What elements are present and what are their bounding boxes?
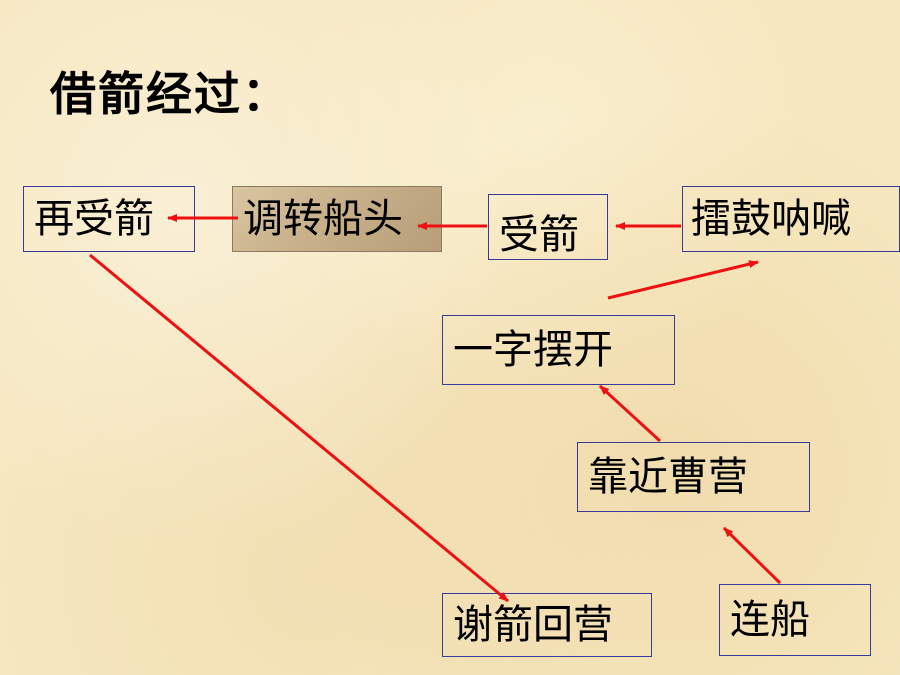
arrow-lianchuan-to-kaojin bbox=[722, 526, 782, 585]
node-kaojin: 靠近曹营 bbox=[577, 442, 810, 512]
node-yizi: 一字摆开 bbox=[442, 315, 675, 385]
arrow-yizi-to-leigu bbox=[607, 260, 759, 300]
node-shoujian: 受箭 bbox=[488, 194, 608, 260]
node-lianchuan: 连船 bbox=[719, 584, 871, 656]
arrow-kaojin-to-yizi bbox=[598, 384, 662, 443]
node-xiejian: 谢箭回营 bbox=[442, 593, 652, 657]
node-tiaozhuan: 调转船头 bbox=[232, 186, 442, 252]
page-title: 借箭经过： bbox=[50, 67, 290, 121]
node-leigu: 擂鼓呐喊 bbox=[682, 186, 900, 252]
arrow-zaishoujian-to-xiejian bbox=[89, 253, 509, 603]
node-zaishoujian: 再受箭 bbox=[23, 186, 195, 252]
